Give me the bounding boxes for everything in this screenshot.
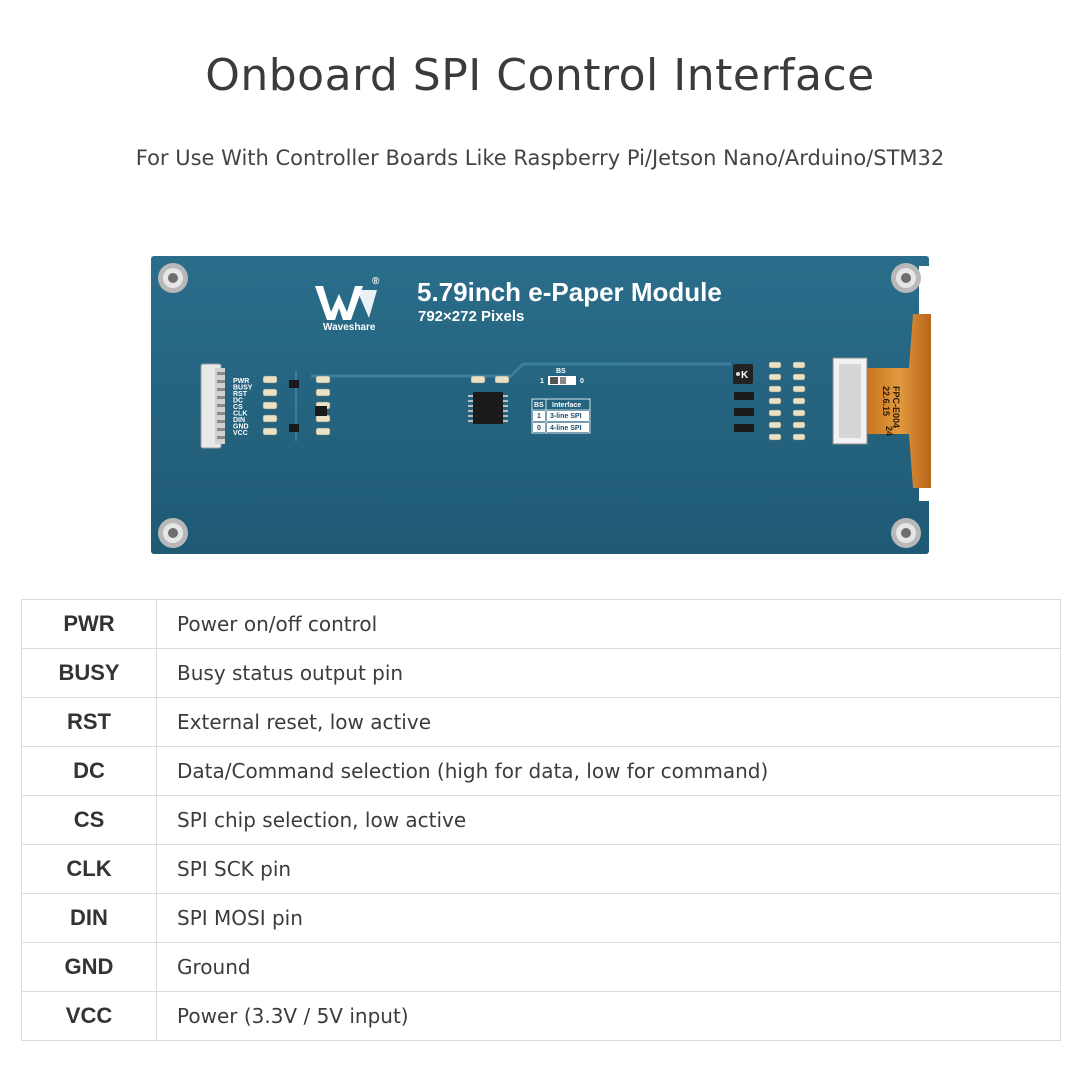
- pcb-pin-label: GND: [233, 424, 249, 431]
- pin-name: GND: [21, 942, 157, 992]
- pcb-pin-labels: PWR BUSY RST DC CS CLK DIN GND VCC: [233, 378, 253, 437]
- waveshare-logo-icon: [315, 286, 377, 320]
- fpc-pin-number: 24: [884, 426, 894, 436]
- bs-interface-table: BS Interface 1 3-line SPI 0 4-line SPI: [531, 398, 591, 434]
- product-name: 5.79inch e-Paper Module: [417, 277, 722, 307]
- smd-pads-center: [470, 375, 510, 384]
- mounting-hole: [891, 518, 921, 548]
- pin-header-connector: [200, 363, 225, 449]
- pin-name: VCC: [21, 991, 157, 1041]
- pcb-pin-label: DC: [233, 398, 243, 405]
- bs-switch: BS 1 0: [540, 368, 584, 385]
- bs-switch-zero: 0: [580, 378, 584, 385]
- table-row: RST External reset, low active: [21, 697, 1061, 747]
- bs-table-cell: 1: [537, 413, 541, 420]
- pin-description-table: PWR Power on/off control BUSY Busy statu…: [21, 599, 1061, 1041]
- pin-name: DC: [21, 746, 157, 796]
- mounting-hole: [158, 518, 188, 548]
- pcb-pin-label: PWR: [233, 378, 249, 385]
- pin-name: DIN: [21, 893, 157, 943]
- table-row: DIN SPI MOSI pin: [21, 893, 1061, 943]
- table-row: BUSY Busy status output pin: [21, 648, 1061, 698]
- bs-table-cell: 4-line SPI: [550, 425, 582, 432]
- smd-pads-right: [768, 361, 806, 441]
- bs-table-cell: 3-line SPI: [550, 413, 582, 420]
- k-label: K: [741, 370, 749, 381]
- registered-mark: ®: [372, 276, 380, 287]
- pin-description: SPI SCK pin: [156, 844, 1061, 894]
- pcb-pin-label: CLK: [233, 411, 247, 418]
- pin-description: External reset, low active: [156, 697, 1061, 747]
- pcb-pin-label: CS: [233, 404, 243, 411]
- transistor-icon: [289, 380, 327, 432]
- table-row: PWR Power on/off control: [21, 599, 1061, 649]
- table-row: VCC Power (3.3V / 5V input): [21, 991, 1061, 1041]
- pin-name: CS: [21, 795, 157, 845]
- pcb-pin-label: DIN: [233, 417, 245, 424]
- pin-description: Power (3.3V / 5V input): [156, 991, 1061, 1041]
- pin-name: CLK: [21, 844, 157, 894]
- bs-switch-one: 1: [540, 378, 544, 385]
- page-title: Onboard SPI Control Interface: [205, 50, 875, 101]
- table-row: CS SPI chip selection, low active: [21, 795, 1061, 845]
- fpc-cable: FPC-E004 22.6.15 24: [867, 314, 931, 488]
- board-illustration: ® Waveshare 5.79inch e-Paper Module 792×…: [151, 256, 931, 554]
- bs-table-header: BS: [534, 402, 544, 409]
- pin-description: Power on/off control: [156, 599, 1061, 649]
- mounting-hole: [158, 263, 188, 293]
- epaper-module-board: ® Waveshare 5.79inch e-Paper Module 792×…: [151, 256, 931, 556]
- brand-name: Waveshare: [323, 322, 376, 333]
- bs-table-cell: 0: [537, 425, 541, 432]
- inductor-components: [734, 392, 754, 432]
- mounting-hole: [891, 263, 921, 293]
- pcb-pin-label: VCC: [233, 430, 248, 437]
- page-subtitle: For Use With Controller Boards Like Rasp…: [135, 146, 945, 170]
- k-component: K: [733, 364, 753, 384]
- pin-description: Ground: [156, 942, 1061, 992]
- bs-switch-label: BS: [556, 368, 566, 375]
- bs-table-header: Interface: [552, 402, 581, 409]
- fpc-label: FPC-E004: [891, 386, 901, 428]
- pin-name: PWR: [21, 599, 157, 649]
- fpc-date: 22.6.15: [881, 386, 891, 416]
- resolution-label: 792×272 Pixels: [418, 308, 524, 325]
- pin-name: BUSY: [21, 648, 157, 698]
- pcb-pin-label: BUSY: [233, 385, 253, 392]
- table-row: GND Ground: [21, 942, 1061, 992]
- pcb-pin-label: RST: [233, 391, 248, 398]
- driver-ic-chip: [468, 392, 508, 424]
- fpc-connector: [832, 357, 868, 445]
- table-row: DC Data/Command selection (high for data…: [21, 746, 1061, 796]
- pin-description: SPI chip selection, low active: [156, 795, 1061, 845]
- pin-name: RST: [21, 697, 157, 747]
- pcb-body: [151, 256, 929, 554]
- smd-components-left: [262, 375, 331, 436]
- pin-description: Data/Command selection (high for data, l…: [156, 746, 1061, 796]
- pin-description: Busy status output pin: [156, 648, 1061, 698]
- pin-description: SPI MOSI pin: [156, 893, 1061, 943]
- table-row: CLK SPI SCK pin: [21, 844, 1061, 894]
